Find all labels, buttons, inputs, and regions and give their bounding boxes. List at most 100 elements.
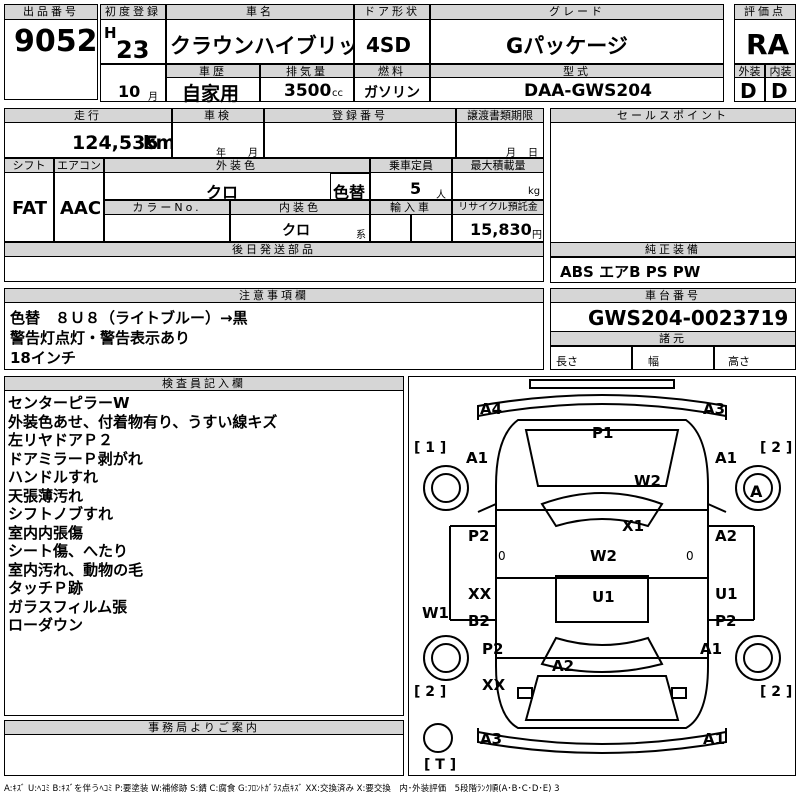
diagram-label: A3	[480, 730, 503, 748]
exterior-grade: D	[740, 79, 757, 103]
max-load-header: 最大積載量	[452, 158, 544, 173]
mileage-header: 走行	[4, 108, 172, 123]
list-item: 外装色あせ、付着物有り、うすい線キズ	[8, 412, 278, 431]
list-item: シフトノブすれ	[8, 505, 114, 523]
diagram-label: B2	[468, 612, 490, 630]
inspection-month: 月	[248, 148, 258, 159]
inspection-header: 車検	[172, 108, 264, 123]
width-cell	[632, 346, 714, 370]
inspector-header: 検査員記入欄	[4, 376, 404, 391]
recycle-header: リサイクル預託金	[452, 200, 544, 215]
lot-number-header: 出品番号	[4, 4, 98, 20]
history-header: 車歴	[166, 64, 260, 78]
capacity-header: 乗車定員	[370, 158, 452, 173]
diagram-label: 0	[498, 549, 506, 563]
interior-color: クロ	[282, 223, 310, 239]
door-type: 4SD	[366, 33, 411, 57]
car-name-header: 車名	[166, 4, 354, 20]
chassis-header: 車台番号	[550, 288, 796, 303]
diagram-label: XX	[482, 676, 506, 694]
equipment: ABS エアB PS PW	[560, 263, 701, 281]
car-diagram	[423, 379, 781, 754]
month-cell	[100, 64, 166, 102]
list-item: タッチＰ跡	[8, 579, 84, 597]
diagram-label: A1	[715, 449, 738, 467]
diagram-label: A2	[552, 657, 575, 675]
diagram-label: A	[750, 482, 763, 501]
inspector-cell	[4, 376, 404, 716]
interior-grade: D	[771, 79, 788, 103]
lot-number: 9052	[14, 24, 98, 59]
score-header: 評価点	[734, 4, 796, 20]
interior-grade-header: 内装	[765, 64, 796, 78]
exterior-color-header: 外装色	[104, 158, 370, 173]
diagram-label: A2	[715, 527, 738, 545]
diagram-label: W2	[634, 472, 661, 490]
shift: FAT	[12, 198, 48, 219]
aircon-header: エアコン	[54, 158, 104, 173]
diagram-label: [ 1 ]	[414, 440, 447, 456]
legend: A:ｷｽﾞ U:ﾍｺﾐ B:ｷｽﾞを伴うﾍｺﾐ P:要塗装 W:補修跡 S:錆 …	[4, 784, 560, 794]
list-item: センターピラーW	[8, 394, 130, 412]
diagram-label: P1	[592, 424, 614, 442]
list-item: ガラスフィルム張	[8, 597, 128, 616]
diagram-label: A1	[703, 730, 726, 748]
color-no-header: カラーNo.	[104, 200, 230, 215]
sales-points-header: セールスポイント	[550, 108, 796, 123]
diagram-label: A1	[466, 449, 489, 467]
color-change: 色替	[333, 183, 366, 202]
exterior-grade-header: 外装	[734, 64, 765, 78]
diagram-label: [ 2 ]	[414, 684, 447, 700]
diagram-label: [ 2 ]	[760, 440, 793, 456]
office-header: 事務局よりご案内	[4, 720, 404, 735]
list-item: 天張薄汚れ	[8, 486, 84, 505]
load-unit: kg	[528, 186, 541, 197]
length-label: 長さ	[556, 355, 578, 368]
recycle-fee: 15,830	[470, 220, 532, 239]
diagram-label: U1	[592, 588, 615, 606]
grade: Gパッケージ	[506, 34, 628, 58]
interior-unit: 系	[356, 230, 366, 241]
diagram-label: X1	[622, 517, 645, 535]
diagram-label: [ 2 ]	[760, 684, 793, 700]
list-item: ハンドルすれ	[8, 468, 99, 486]
diagram-label: A1	[700, 640, 723, 658]
interior-color-header: 内装色	[230, 200, 370, 215]
transfer-month: 月	[506, 148, 516, 159]
sales-points-cell	[550, 108, 796, 258]
notes-header: 注意事項欄	[4, 288, 544, 303]
reg-year: 23	[116, 36, 150, 64]
diagram-label: W2	[590, 547, 617, 565]
diagram-label: W1	[422, 604, 449, 622]
first-reg-header: 初度登録	[100, 4, 166, 20]
mileage: 124,535	[72, 132, 159, 154]
transfer-day: 日	[528, 148, 538, 159]
score: RA	[746, 28, 790, 61]
list-item: ドアミラーＰ剥がれ	[8, 449, 143, 468]
month-unit: 月	[148, 92, 158, 103]
aircon: AAC	[60, 198, 102, 219]
grade-header: グレード	[430, 4, 724, 20]
inspection-year: 年	[216, 148, 226, 159]
fuel: ガソリン	[364, 85, 420, 101]
list-item: 室内汚れ、動物の毛	[8, 560, 144, 579]
diagram-label: P2	[468, 527, 490, 545]
diagram-label: A3	[703, 400, 726, 418]
color-change-cell	[330, 173, 370, 200]
diagram-label: U1	[715, 585, 738, 603]
capacity-unit: 人	[436, 190, 446, 201]
displacement: 3500	[284, 81, 332, 101]
model-code: DAA-GWS204	[524, 81, 652, 101]
list-item: シート傷、へたり	[8, 542, 129, 560]
diagram-label: P2	[482, 640, 504, 658]
era-label: H	[104, 24, 117, 42]
car-name: クラウンハイブリッド	[170, 34, 380, 58]
shift-header: シフト	[4, 158, 54, 173]
equipment-cell	[550, 257, 796, 283]
height-cell	[714, 346, 796, 370]
door-header: ドア形状	[354, 4, 430, 20]
diagram-label: 0	[686, 549, 694, 563]
import-divider	[410, 215, 412, 242]
displacement-header: 排気量	[260, 64, 354, 78]
list-item: 室内内張傷	[8, 523, 84, 542]
